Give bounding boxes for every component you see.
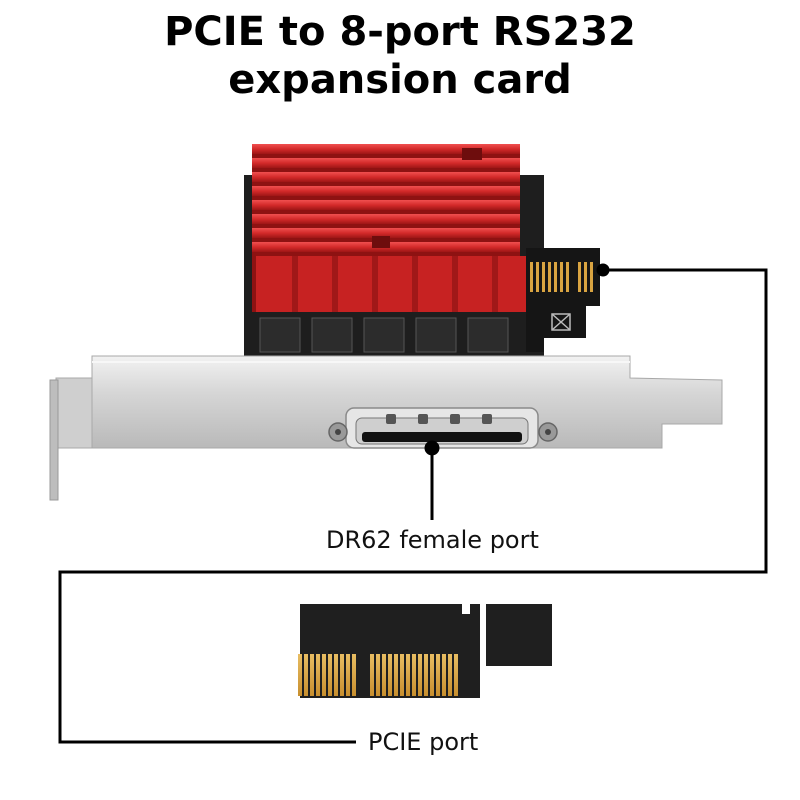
- heatsink: [252, 144, 526, 312]
- title-line-2: expansion card: [228, 57, 572, 103]
- pcie-port-label: PCIE port: [364, 728, 483, 756]
- dr62-connector: [328, 407, 558, 449]
- product-title: PCIE to 8-port RS232 expansion card: [0, 8, 800, 104]
- title-line-1: PCIE to 8-port RS232: [164, 9, 636, 55]
- pcie-connector-closeup: [298, 604, 552, 698]
- mounting-bracket: [49, 355, 723, 501]
- dr62-port-label: DR62 female port: [322, 526, 543, 554]
- dr62-callout-line: [424, 440, 440, 520]
- pcie-callout-line: [58, 263, 768, 744]
